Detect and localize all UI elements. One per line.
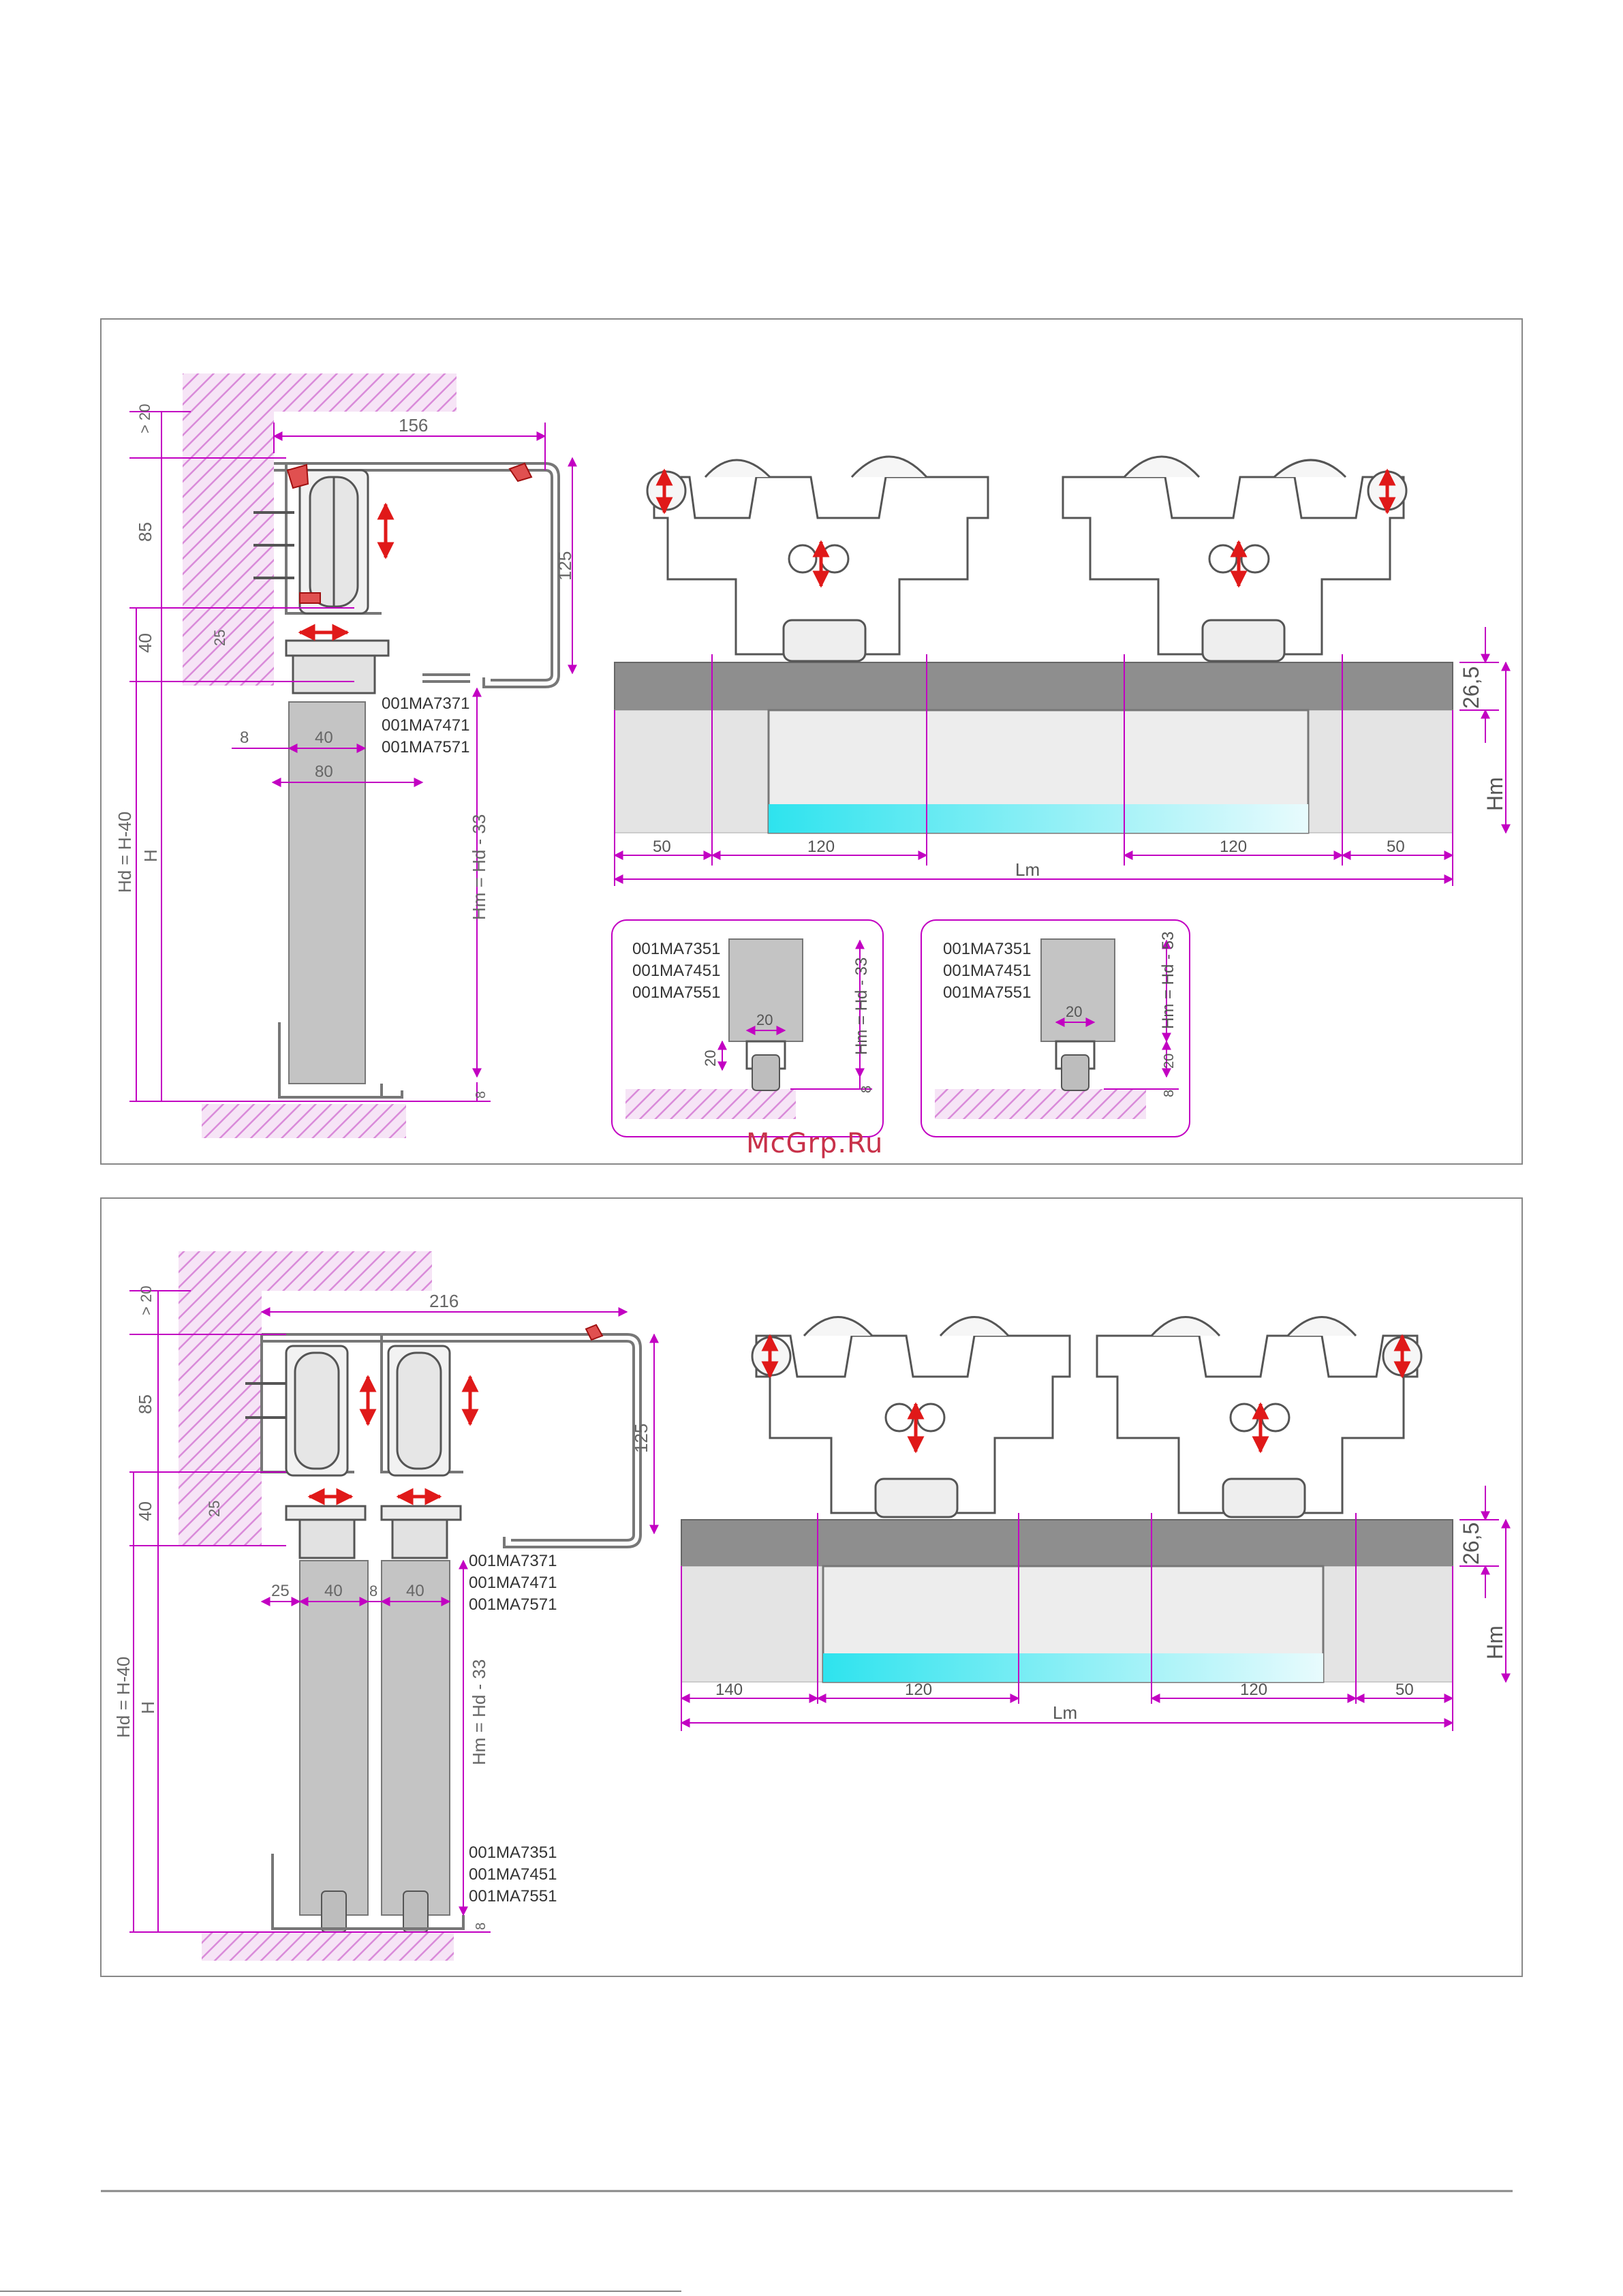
section-dims <box>129 411 577 1102</box>
floor-hatch-2 <box>202 1932 454 1961</box>
door-leaf-section <box>288 701 366 1084</box>
dim2-120-left: 120 <box>905 1681 932 1699</box>
wall-bolts-2 <box>245 1382 286 1419</box>
bottom-roller-2b <box>403 1891 429 1933</box>
section-carriages-2 <box>285 1345 462 1559</box>
dim-50-left: 50 <box>653 838 671 856</box>
dim-hd: Hd = H-40 <box>114 812 135 893</box>
dim2-120-right: 120 <box>1240 1681 1267 1699</box>
dim2-hd: Hd = H-40 <box>113 1657 134 1738</box>
dim2-40b: 40 <box>406 1582 424 1600</box>
detail-a-code-2: 001MA7451 <box>632 962 720 980</box>
dim2-40: 40 <box>135 1501 155 1521</box>
dim2-hm-elev: Hm <box>1483 1625 1507 1659</box>
dim-40-width: 40 <box>315 729 333 747</box>
dim-26-5: 26,5 <box>1459 667 1483 709</box>
dim2-lm: Lm <box>1053 1702 1077 1723</box>
elevation-1 <box>614 455 1453 834</box>
code2-bottom-1: 001MA7351 <box>469 1843 557 1862</box>
ceiling-hatch <box>183 373 457 412</box>
dim-8: 8 <box>240 729 249 747</box>
dim-top-gap: > 20 <box>136 404 153 433</box>
dim-bottom-8: 8 <box>474 1091 489 1099</box>
panel-2-frame <box>100 1197 1523 1977</box>
elevation-2 <box>681 1316 1453 1683</box>
watermark-text: McGrp.Ru <box>746 1128 884 1159</box>
dim-h: H <box>140 849 161 862</box>
detail-a-code-1: 001MA7351 <box>632 940 720 958</box>
dim-40: 40 <box>135 633 155 653</box>
floor-hatch <box>202 1104 406 1138</box>
dim-85: 85 <box>135 522 155 542</box>
code-top-3: 001MA7571 <box>382 738 469 756</box>
dim-125: 125 <box>555 551 575 581</box>
wall-bolts <box>253 511 294 579</box>
dim2-85: 85 <box>135 1394 155 1414</box>
dim2-216: 216 <box>429 1291 459 1311</box>
detail-b-code-2: 001MA7451 <box>943 962 1031 980</box>
code2-bottom-3: 001MA7551 <box>469 1887 557 1905</box>
detail-b-code-1: 001MA7351 <box>943 940 1031 958</box>
elevation-1-dims <box>613 627 1511 886</box>
dim-120-right: 120 <box>1220 838 1247 856</box>
dim2-26-5: 26,5 <box>1459 1522 1483 1565</box>
detail-a-code-3: 001MA7551 <box>632 983 720 1002</box>
dim2-bottom-8: 8 <box>474 1923 489 1930</box>
dim-50-right: 50 <box>1387 838 1405 856</box>
dim2-25: 25 <box>271 1582 290 1600</box>
elevation-glass <box>769 804 1308 833</box>
section-dims-2 <box>129 1290 659 1933</box>
dim-80: 80 <box>315 763 333 781</box>
door-leaf-2b <box>381 1560 450 1916</box>
code2-top-1: 001MA7371 <box>469 1552 557 1570</box>
ceiling-hatch-2 <box>179 1251 432 1291</box>
code2-bottom-2: 001MA7451 <box>469 1865 557 1884</box>
detail-b <box>921 919 1190 1137</box>
dim2-140: 140 <box>715 1681 743 1699</box>
code2-top-3: 001MA7571 <box>469 1595 557 1614</box>
code-top-2: 001MA7471 <box>382 716 469 735</box>
detail-a-d8: 8 <box>859 1086 874 1093</box>
elevation-track <box>614 662 1453 711</box>
detail-a <box>611 919 884 1137</box>
detail-b-d8: 8 <box>1162 1090 1177 1097</box>
section-carriage <box>285 469 390 694</box>
dim2-125: 125 <box>631 1424 651 1453</box>
red-stop-2 <box>585 1323 604 1341</box>
detail-a-w20: 20 <box>756 1011 773 1028</box>
dim-hm: Hm = Hd - 33 <box>469 814 489 920</box>
dim2-25-inner: 25 <box>206 1501 223 1517</box>
bottom-roller-2a <box>321 1891 347 1933</box>
dim-156: 156 <box>399 415 428 435</box>
bottom-guide-2 <box>271 1854 465 1930</box>
detail-b-hm: Hm = Hd - 53 <box>1159 932 1177 1029</box>
detail-b-d20: 20 <box>1162 1054 1177 1069</box>
dim2-top-gap: > 20 <box>138 1286 155 1315</box>
code2-top-2: 001MA7471 <box>469 1574 557 1592</box>
dim-25: 25 <box>211 630 228 646</box>
door-leaf-2a <box>299 1560 369 1916</box>
dim2-hm: Hm = Hd - 33 <box>469 1659 489 1765</box>
detail-b-w20: 20 <box>1066 1003 1082 1020</box>
dim-hm-elev: Hm <box>1483 777 1507 811</box>
detail-a-hm: Hm = Hd - 33 <box>852 958 871 1055</box>
red-stops <box>286 462 533 604</box>
dim2-h: H <box>138 1701 158 1714</box>
dim-120-left: 120 <box>807 838 835 856</box>
wall-hatch <box>183 412 274 686</box>
code-top-1: 001MA7371 <box>382 694 469 713</box>
dim2-50: 50 <box>1395 1681 1414 1699</box>
panel-1-frame <box>100 318 1523 1165</box>
elevation-2-dims <box>680 1486 1511 1731</box>
detail-b-code-3: 001MA7551 <box>943 983 1031 1002</box>
dim2-8: 8 <box>369 1582 377 1599</box>
dim-lm: Lm <box>1015 859 1040 880</box>
detail-a-h20: 20 <box>702 1050 719 1067</box>
bottom-guide <box>278 1022 403 1099</box>
carriage-right <box>1062 455 1408 662</box>
carriage-left <box>646 455 989 662</box>
dim2-40a: 40 <box>324 1582 343 1600</box>
